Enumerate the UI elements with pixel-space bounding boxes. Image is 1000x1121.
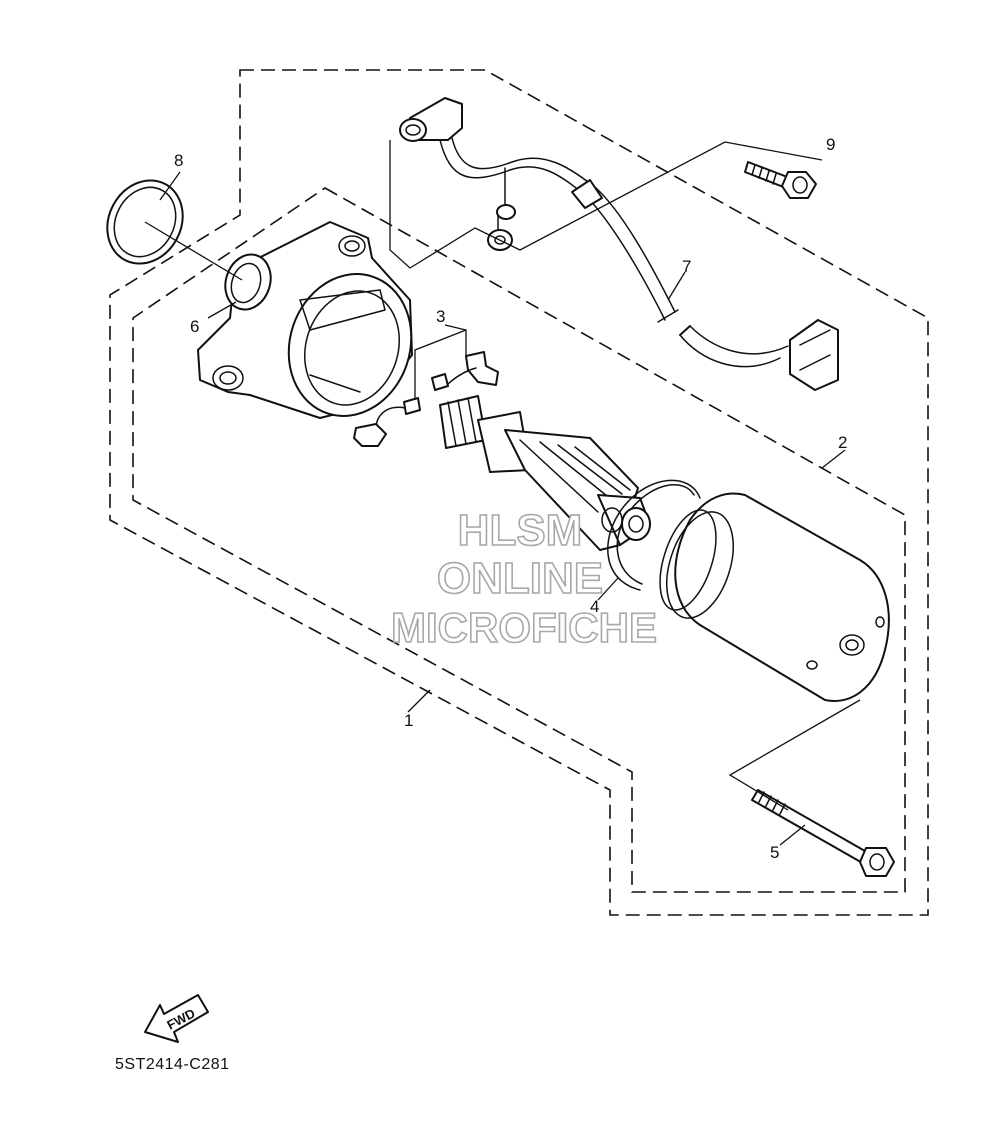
callout-8: 8 bbox=[174, 151, 183, 170]
watermark-line-3: MICROFICHE bbox=[391, 604, 657, 651]
fwd-arrow-icon: FWD bbox=[144, 994, 209, 1043]
watermark-line-1: HLSM bbox=[458, 506, 583, 555]
watermark-line-2: ONLINE bbox=[437, 554, 603, 603]
assembly-boundary-outer bbox=[109, 69, 929, 916]
callout-5: 5 bbox=[770, 843, 779, 862]
callout-7: 7 bbox=[682, 257, 691, 276]
callout-6: 6 bbox=[190, 317, 199, 336]
snap-ring-part bbox=[607, 479, 701, 591]
lead-wire-part bbox=[399, 97, 839, 391]
through-bolt-part bbox=[751, 789, 895, 877]
brush-set-part bbox=[353, 351, 499, 447]
diagram-reference-code: 5ST2414-C281 bbox=[115, 1056, 230, 1073]
front-cover-part bbox=[197, 221, 413, 419]
bolt-part bbox=[744, 161, 817, 199]
callout-3: 3 bbox=[436, 307, 445, 326]
watermark: HLSM ONLINE MICROFICHE bbox=[390, 505, 658, 652]
callout-9: 9 bbox=[826, 135, 835, 154]
assembly-boundary-inner bbox=[132, 187, 906, 893]
callout-4: 4 bbox=[590, 597, 599, 616]
callout-1: 1 bbox=[404, 711, 413, 730]
yoke-housing-part bbox=[659, 492, 890, 702]
leader-lines bbox=[144, 140, 861, 846]
callout-2: 2 bbox=[838, 433, 847, 452]
